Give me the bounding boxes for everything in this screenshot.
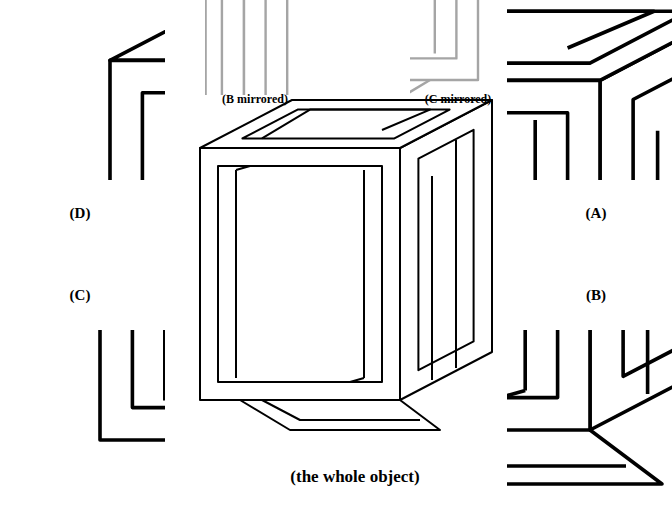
mirror-caption: (C mirrored) bbox=[425, 92, 492, 107]
crop-d bbox=[110, 0, 165, 180]
crop-label: (C) bbox=[70, 287, 91, 304]
crop-label: (B) bbox=[586, 287, 606, 304]
crop-c-mirrored bbox=[410, 0, 478, 95]
crop-a bbox=[507, 0, 672, 180]
mirror-caption: (B mirrored) bbox=[222, 92, 288, 107]
crop-b bbox=[507, 330, 672, 484]
whole-object bbox=[200, 100, 492, 430]
crop-c bbox=[100, 330, 165, 494]
crop-label: (A) bbox=[586, 205, 607, 222]
figure-caption: (the whole object) bbox=[290, 467, 419, 487]
crop-label: (D) bbox=[70, 205, 91, 222]
crop-b-mirrored bbox=[205, 0, 305, 95]
